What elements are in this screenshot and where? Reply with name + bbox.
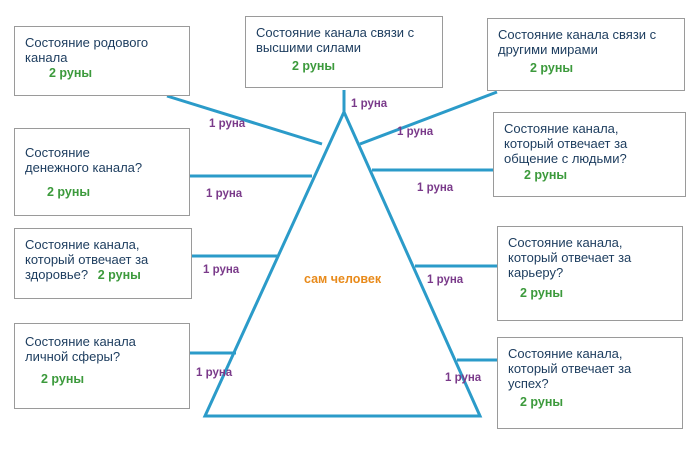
box-runes: 2 руны [524,168,568,182]
box-higher-powers-channel: Состояние канала связи с высшими силами … [245,16,443,88]
box-title: Состояние канала, который отвечает за об… [504,121,628,166]
link-label-higher-powers: 1 руна [351,98,388,110]
box-title: Состояние родового канала [25,35,149,65]
box-personal-sphere-channel: Состояние канала личной сферы? 2 руны [14,323,190,409]
box-runes: 2 руны [520,395,564,409]
link-label-career: 1 руна [427,274,464,286]
center-label: сам человек [304,272,382,286]
box-runes: 2 руны [41,372,85,386]
box-title: Состояние денежного канала? [25,145,143,175]
box-runes: 2 руны [49,66,93,80]
box-title: Состояние канала, который отвечает за ус… [508,346,632,391]
box-health-channel: Состояние канала, который отвечает за зд… [14,228,192,299]
link-label-other-worlds: 1 руна [397,126,434,138]
person-triangle [202,108,483,418]
box-title: Состояние канала, который отвечает за зд… [25,237,149,282]
connector-line-ancestral [166,94,323,146]
box-other-worlds-channel: Состояние канала связи с другими мирами … [487,18,685,91]
box-runes: 2 руны [47,185,91,199]
link-label-success: 1 руна [445,372,482,384]
box-title: Состояние канала связи с высшими силами [256,25,415,55]
box-money-channel: Состояние денежного канала? 2 руны [14,128,190,216]
connector-line-other-worlds [359,90,498,146]
box-title: Состояние канала личной сферы? [25,334,136,364]
link-label-personal: 1 руна [196,367,233,379]
box-title: Состояние канала связи с другими мирами [498,27,657,57]
link-label-communication: 1 руна [417,182,454,194]
box-runes: 2 руны [530,61,574,75]
link-label-ancestral: 1 руна [209,118,246,130]
box-career-channel: Состояние канала, который отвечает за ка… [497,226,683,321]
box-runes: 2 руны [520,286,564,300]
box-title: Состояние канала, который отвечает за ка… [508,235,632,280]
link-label-health: 1 руна [203,264,240,276]
box-communication-channel: Состояние канала, который отвечает за об… [493,112,686,197]
box-success-channel: Состояние канала, который отвечает за ус… [497,337,683,429]
link-label-money: 1 руна [206,188,243,200]
box-runes: 2 руны [97,268,141,282]
box-runes: 2 руны [292,59,336,73]
box-ancestral-channel: Состояние родового канала 2 руны [14,26,190,96]
